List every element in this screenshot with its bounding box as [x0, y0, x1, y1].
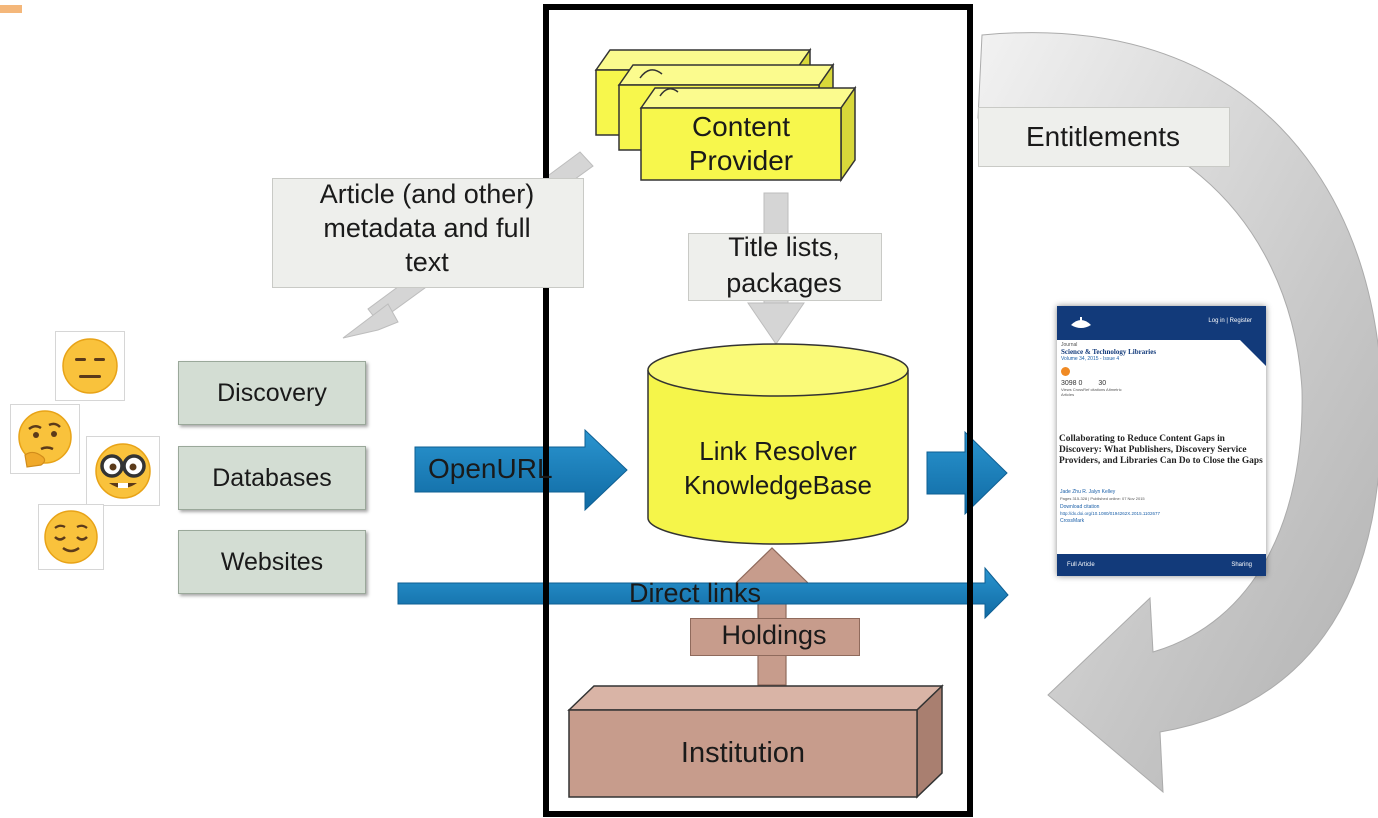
content-provider-line-2: Provider [688, 145, 794, 176]
stats-views: 3098 0 [1061, 380, 1083, 387]
corner-accent [0, 5, 22, 13]
websites-label: Websites [220, 547, 324, 576]
holdings-label: Holdings [721, 620, 827, 650]
expressionless-face-icon [55, 331, 125, 401]
title-lists-box [688, 233, 882, 301]
title-lists-label: Title lists, packages [680, 229, 888, 301]
holdings-arrow [733, 547, 811, 686]
system-boundary-frame [543, 4, 973, 817]
entitlements-label: Entitlements [1025, 121, 1181, 152]
article-footer-bar: Full Article Sharing [1057, 554, 1266, 576]
content-provider-line-1: Content [691, 111, 791, 142]
link-resolver-label: Link Resolver KnowledgeBase [648, 434, 908, 502]
relieved-face-icon [38, 504, 104, 570]
content-provider-label: Content Provider [641, 110, 841, 178]
stats-altmetric: 30 [1098, 380, 1107, 387]
open-access-badge [1061, 367, 1070, 376]
institution-label: Institution [680, 737, 806, 769]
title-lists-line-1: Title lists, [728, 232, 840, 262]
institution-box [567, 684, 944, 799]
article-metadata-box [272, 178, 584, 288]
databases-label: Databases [212, 463, 332, 492]
article-title[interactable]: Collaborating to Reduce Content Gaps in … [1059, 434, 1263, 466]
direct-links-label: Direct links [628, 578, 762, 608]
discovery-box: Discovery [178, 361, 366, 425]
crossmark-link[interactable]: CrossMark [1060, 518, 1085, 524]
article-metadata-line-1: Article (and other) [319, 179, 535, 209]
article-authors[interactable]: Jade Zhu R. Jalyn Kelley [1060, 489, 1116, 495]
thinking-face-icon [10, 404, 80, 474]
knowledgebase-cylinder [647, 343, 909, 545]
download-citation[interactable]: Download citation [1060, 504, 1100, 510]
discovery-label: Discovery [217, 378, 327, 407]
article-pages: Pages 315-328 | Published online: 07 Nov… [1060, 496, 1145, 501]
article-stats: 3098 0 30 [1061, 380, 1241, 387]
content-provider-cubes [594, 47, 857, 183]
direct-links-arrow [397, 566, 1009, 620]
article-header-links[interactable]: Log in | Register [1208, 318, 1252, 324]
link-resolver-line-1: Link Resolver [699, 436, 857, 466]
journal-volume: Volume 34, 2015 - Issue 4 [1061, 356, 1120, 362]
article-metadata-line-3: text [405, 247, 449, 277]
openurl-arrow [414, 428, 628, 512]
journal-name[interactable]: Science & Technology Libraries [1061, 348, 1157, 356]
websites-box: Websites [178, 530, 366, 594]
openurl-label: OpenURL [428, 453, 553, 484]
search-corner[interactable] [1240, 340, 1266, 366]
link-resolver-line-2: KnowledgeBase [684, 470, 872, 500]
holdings-label-box [690, 618, 860, 656]
article-header-bar: Log in | Register [1057, 306, 1266, 340]
publisher-logo-icon [1071, 317, 1091, 328]
title-lists-line-2: packages [726, 268, 842, 298]
article-metadata-line-2: metadata and full [323, 213, 531, 243]
entitlements-label-box [978, 107, 1230, 167]
entitlements-curve-arrow [977, 32, 1378, 794]
databases-box: Databases [178, 446, 366, 510]
nerd-face-icon [86, 436, 160, 506]
article-metadata-label: Article (and other) metadata and full te… [262, 177, 592, 279]
article-page-thumbnail: Log in | Register Journal Science & Tech… [1057, 306, 1266, 576]
section-label: Articles [1061, 392, 1075, 397]
article-body: Journal Science & Technology Libraries V… [1061, 342, 1241, 397]
article-doi[interactable]: http://dx.doi.org/10.1080/0194262X.2015.… [1060, 511, 1161, 516]
stats-caption: Views CrossRef citations Altmetric [1061, 387, 1122, 392]
journal-label: Journal [1061, 342, 1078, 348]
sharing-link[interactable]: Sharing [1231, 562, 1252, 568]
full-article-link[interactable]: Full Article [1067, 562, 1095, 568]
